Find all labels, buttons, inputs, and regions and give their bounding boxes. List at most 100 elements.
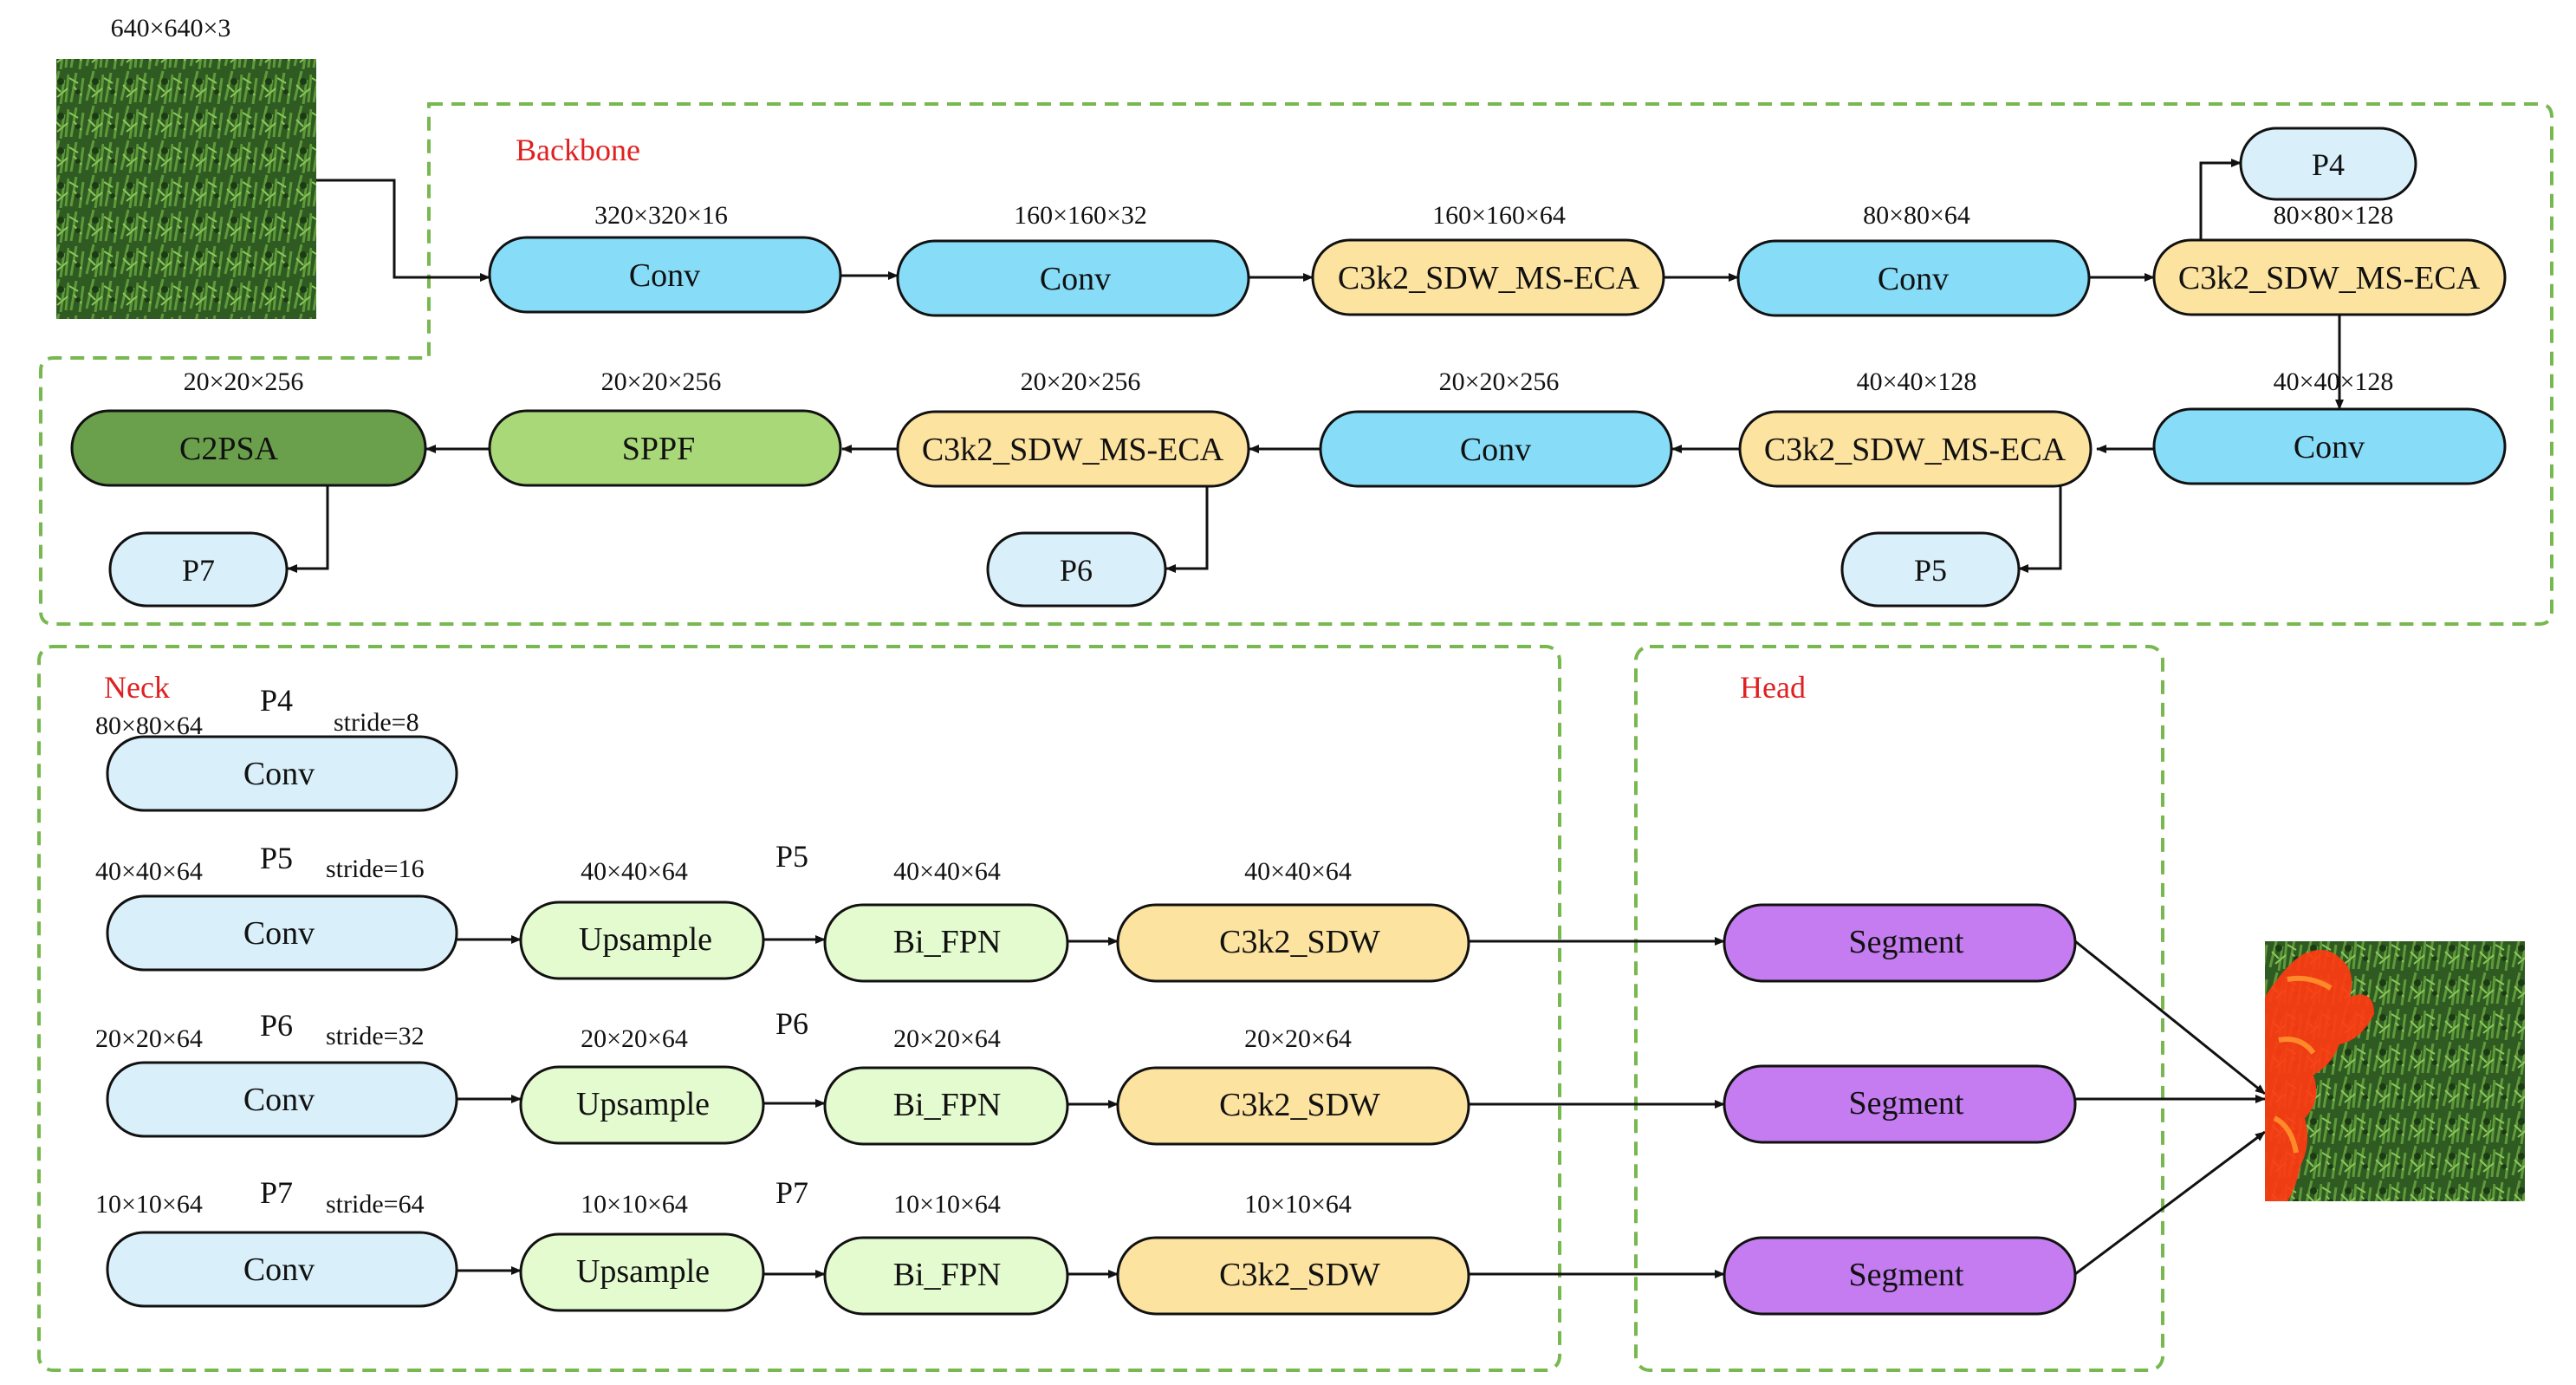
dim-label: 40×40×128: [1857, 367, 1977, 396]
segment-label: Segment: [1849, 924, 1964, 960]
bifpn-p-label: P5: [775, 839, 808, 874]
dim-label: 80×80×128: [2274, 201, 2394, 230]
dim-label: 160×160×32: [1014, 201, 1147, 230]
conv-block-label: Conv: [1040, 261, 1111, 297]
backbone-row2-block-3: 20×20×256 C3k2_SDW_MS-ECA: [896, 367, 1250, 488]
neck-section-border: [37, 645, 1561, 1372]
head-segment-3: Segment: [1723, 1236, 2077, 1316]
head-segment-1: Segment: [1723, 903, 2077, 983]
bifpn-dim-label: 40×40×64: [893, 857, 1001, 886]
neck-dim-label: 20×20×64: [95, 1024, 203, 1053]
c3k2-dim-label: 40×40×64: [1244, 857, 1352, 886]
head-section-border: [1634, 645, 2164, 1372]
neck-conv-label: Conv: [243, 756, 315, 792]
upsample-label: Upsample: [576, 1253, 710, 1290]
bifpn-label: Bi_FPN: [893, 1087, 1002, 1123]
neck-p-label: P6: [260, 1008, 293, 1043]
input-dim-label: 640×640×3: [111, 14, 231, 42]
neck-row-p6: 20×20×64 P6 stride=32 Conv 20×20×64 Upsa…: [95, 1006, 1725, 1146]
dim-label: 20×20×256: [1021, 367, 1141, 396]
neck-stride-label: stride=64: [326, 1190, 425, 1219]
neck-stride-label: stride=32: [326, 1022, 425, 1050]
neck-conv-label: Conv: [243, 1252, 315, 1288]
c3k2-block-label: C3k2_SDW_MS-ECA: [1764, 432, 2067, 468]
backbone-row2-block-2: 20×20×256 SPPF: [488, 367, 842, 487]
c3k2-sdw-block: [1116, 1236, 1470, 1316]
backbone-output-p6: P6: [986, 531, 1167, 608]
conv-block-label: Conv: [1460, 432, 1531, 468]
backbone-row2-block-6: 40×40×128 Conv: [2152, 367, 2507, 485]
upsample-dim-label: 10×10×64: [581, 1190, 688, 1219]
input-vegetation-image: [56, 59, 316, 319]
p5-label: P5: [1914, 553, 1947, 588]
p6-label: P6: [1060, 553, 1093, 588]
backbone-row2-block-1: 20×20×256 C2PSA: [70, 367, 427, 487]
neck-label: Neck: [104, 670, 170, 705]
c3k2-block-label: C3k2_SDW_MS-ECA: [922, 432, 1224, 468]
dim-label: 80×80×64: [1863, 201, 1970, 230]
backbone-output-p5: P5: [1840, 531, 2021, 608]
c3k2-sdw-block: [1116, 903, 1470, 983]
neck-conv-block: [106, 735, 458, 812]
upsample-label: Upsample: [579, 921, 712, 958]
neck-conv-label: Conv: [243, 915, 315, 952]
neck-conv-label: Conv: [243, 1082, 315, 1118]
upsample-block: [519, 1232, 765, 1312]
backbone-row1-block-1: 320×320×16 Conv: [488, 201, 842, 314]
head-label: Head: [1740, 670, 1806, 705]
backbone-section-border: [39, 102, 2553, 626]
bifpn-p-label: P7: [775, 1175, 808, 1210]
upsample-dim-label: 20×20×64: [581, 1024, 688, 1053]
neck-stride-label: stride=16: [326, 855, 425, 883]
upsample-label: Upsample: [576, 1086, 710, 1122]
neck-p-label: P7: [260, 1175, 293, 1210]
backbone-label: Backbone: [516, 133, 640, 167]
p7-label: P7: [182, 553, 215, 588]
segment-label: Segment: [1849, 1085, 1964, 1122]
p4-label: P4: [2312, 147, 2345, 182]
neck-p-label: P5: [260, 841, 293, 875]
bifpn-block: [823, 1236, 1069, 1316]
neck-row-p7: 10×10×64 P7 stride=64 Conv 10×10×64 Upsa…: [95, 1175, 1725, 1316]
bifpn-dim-label: 10×10×64: [893, 1190, 1001, 1219]
conv-block-label: Conv: [629, 257, 700, 294]
c2psa-block-label: C2PSA: [179, 431, 279, 467]
backbone-row1-block-5: 80×80×128 C3k2_SDW_MS-ECA: [2152, 201, 2507, 316]
neck-stride-label: stride=8: [334, 708, 419, 737]
c3k2-sdw-label: C3k2_SDW: [1219, 1087, 1380, 1123]
backbone-output-p4: P4: [2239, 127, 2417, 201]
backbone-row2-block-4: 20×20×256 Conv: [1319, 367, 1673, 488]
upsample-block: [519, 1065, 765, 1145]
backbone-output-p7: P7: [108, 531, 289, 608]
backbone-row1-block-3: 160×160×64 C3k2_SDW_MS-ECA: [1311, 201, 1665, 316]
bifpn-label: Bi_FPN: [893, 1257, 1002, 1293]
segment-label: Segment: [1849, 1257, 1964, 1293]
dim-label: 20×20×256: [184, 367, 304, 396]
c3k2-sdw-block: [1116, 1066, 1470, 1146]
dim-label: 320×320×16: [594, 201, 728, 230]
c3k2-dim-label: 10×10×64: [1244, 1190, 1352, 1219]
bifpn-label: Bi_FPN: [893, 924, 1002, 960]
backbone-row1-block-2: 160×160×32 Conv: [896, 201, 1250, 317]
bifpn-dim-label: 20×20×64: [893, 1024, 1001, 1053]
neck-dim-label: 10×10×64: [95, 1190, 203, 1219]
backbone-row1-block-4: 80×80×64 Conv: [1736, 201, 2091, 317]
bifpn-block: [823, 1066, 1069, 1146]
neck-conv-block: [106, 894, 458, 972]
bifpn-p-label: P6: [775, 1006, 808, 1041]
neck-p-label: P4: [260, 683, 293, 718]
output-segmentation-image: [2265, 941, 2525, 1201]
conv-block-label: Conv: [1878, 261, 1949, 297]
c3k2-block-label: C3k2_SDW_MS-ECA: [1338, 260, 1640, 296]
dim-label: 160×160×64: [1432, 201, 1566, 230]
c3k2-block-label: C3k2_SDW_MS-ECA: [2178, 260, 2481, 296]
sppf-block-label: SPPF: [622, 431, 696, 467]
c3k2-dim-label: 20×20×64: [1244, 1024, 1352, 1053]
neck-row-p4: 80×80×64 P4 stride=8 Conv: [95, 683, 458, 812]
bifpn-block: [823, 903, 1069, 983]
upsample-dim-label: 40×40×64: [581, 857, 688, 886]
c3k2-sdw-label: C3k2_SDW: [1219, 924, 1380, 960]
dim-label: 40×40×128: [2274, 367, 2394, 396]
neck-dim-label: 40×40×64: [95, 857, 203, 886]
